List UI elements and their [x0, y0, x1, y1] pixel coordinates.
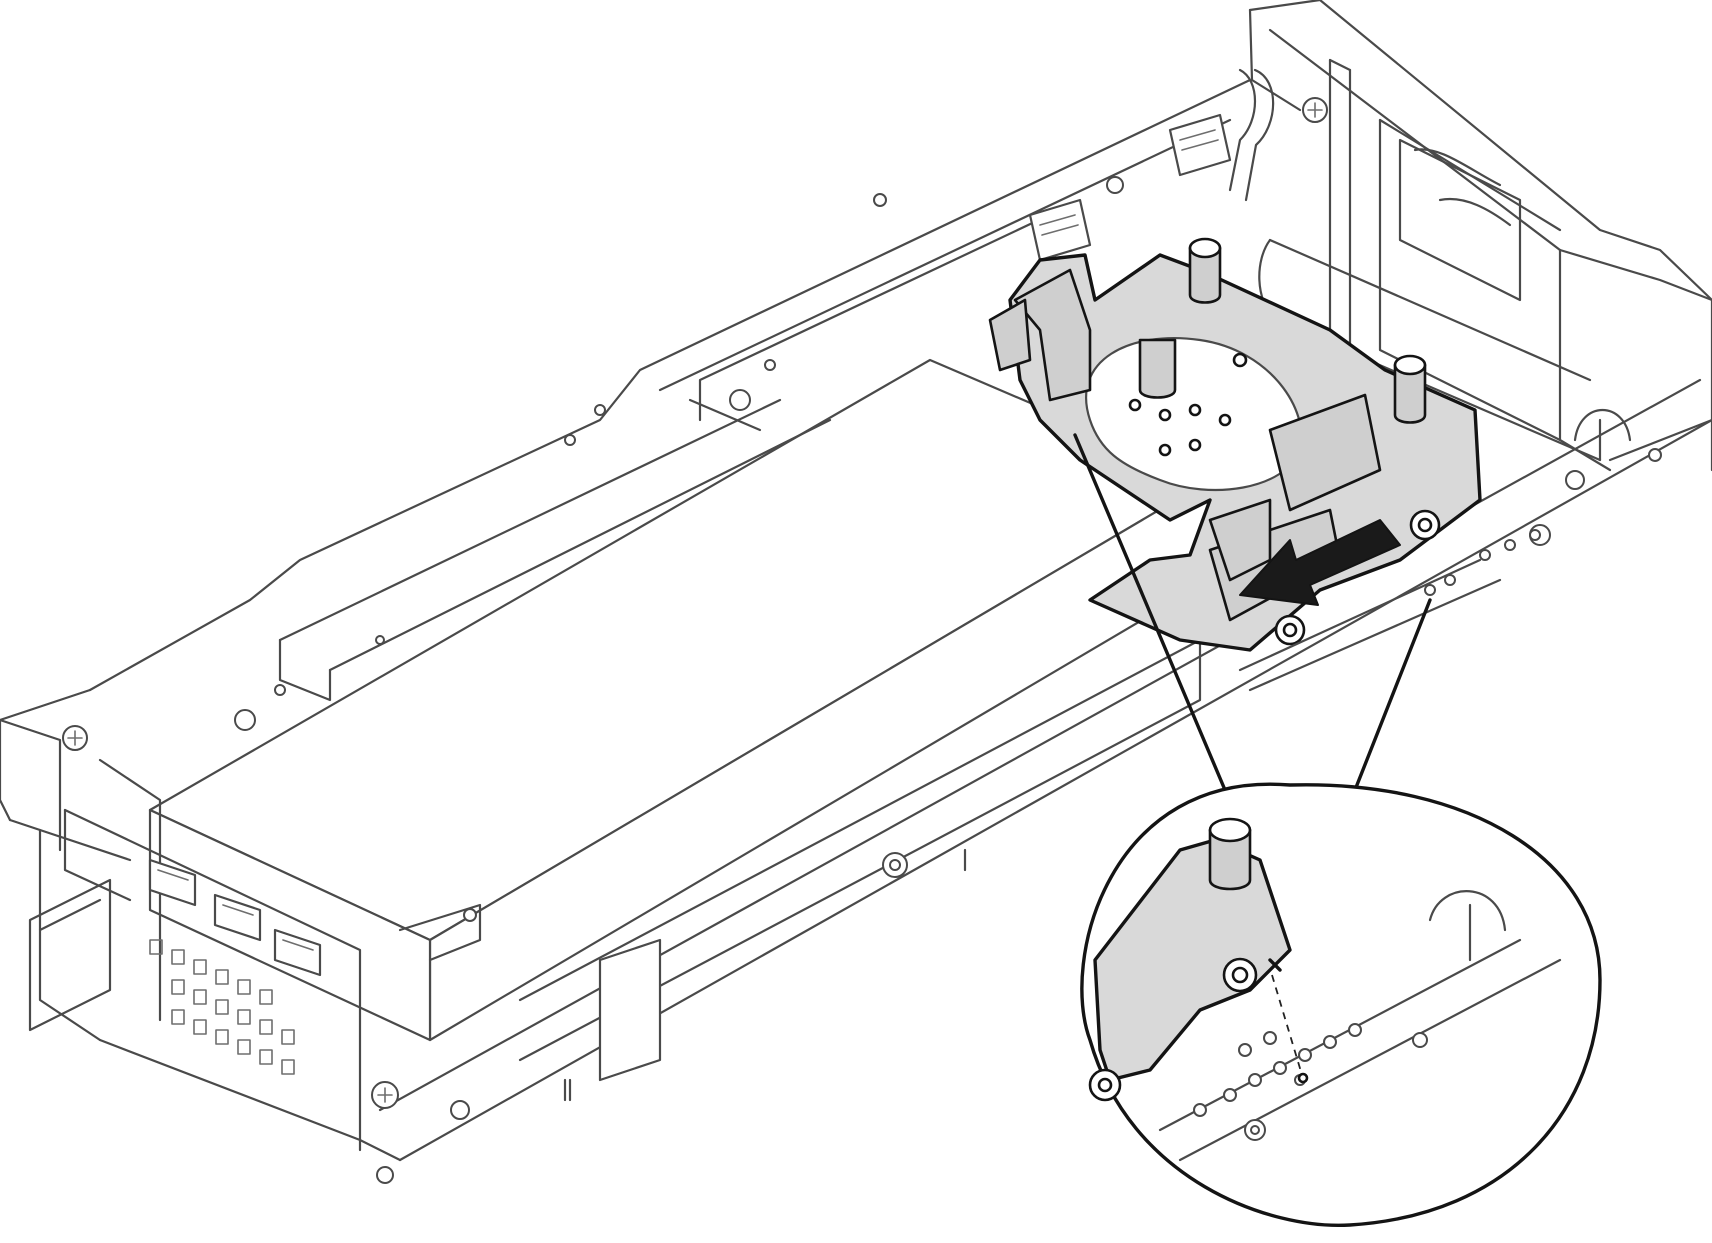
vent-grid — [149, 939, 295, 1075]
rail-connectors — [564, 113, 1232, 446]
front-io-bracket — [62, 725, 572, 1184]
callout-detail — [1088, 817, 1562, 1162]
arrow-left-icon — [1239, 519, 1401, 606]
gpu-card — [148, 358, 1212, 1082]
mounting-strip — [1238, 529, 1541, 692]
